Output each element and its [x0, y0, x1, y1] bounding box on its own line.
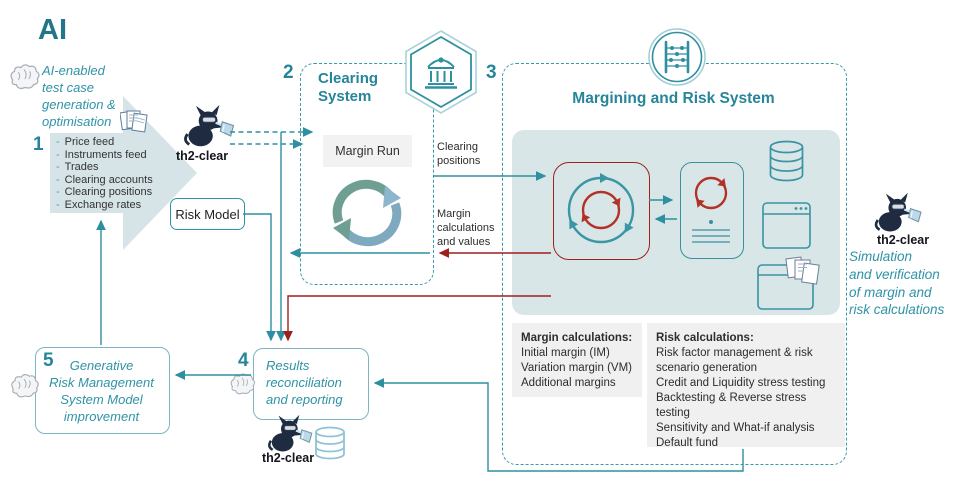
page-title: AI	[38, 14, 67, 46]
clearing-system-title: Clearing System	[318, 70, 379, 105]
reports-window-icon	[757, 256, 820, 310]
margin-run-box: Margin Run	[323, 135, 412, 167]
bank-hexagon-icon	[405, 30, 477, 114]
brain-icon	[6, 372, 42, 402]
margining-risk-title: Margining and Risk System	[572, 90, 775, 107]
list-item: -Exchange rates	[56, 198, 142, 211]
th2-clear-mascot-top	[181, 103, 239, 150]
th2-clear-mascot-bottom	[266, 413, 316, 455]
sync-arrows-icon	[332, 179, 402, 247]
margin-engine-box	[553, 162, 650, 260]
input-feed-list: -Price feed -Instruments feed -Trades -C…	[56, 136, 153, 212]
model-improvement-text: Generative Risk Management System Model …	[49, 358, 154, 425]
step1-annotation: AI-enabled test case generation & optimi…	[42, 63, 116, 130]
risk-cycle-icon	[692, 176, 730, 243]
margin-calculations-box: Margin calculations: Initial margin (IM)…	[512, 323, 642, 397]
th2-clear-label-bottom: th2-clear	[262, 451, 315, 465]
step4-number: 4	[238, 350, 249, 371]
th2-clear-mascot-right	[872, 191, 926, 235]
step5-number: 5	[43, 350, 54, 371]
brain-icon	[226, 372, 258, 398]
brain-icon	[10, 64, 40, 90]
clearing-positions-label: Clearing positions	[437, 141, 481, 168]
th2-clear-label-top: th2-clear	[176, 149, 229, 163]
risk-process-box	[680, 162, 744, 259]
list-item: -Trades	[56, 161, 99, 174]
engine-cycle-icon	[567, 173, 635, 244]
list-item: -Clearing positions	[56, 186, 153, 199]
database-icon-small	[315, 426, 345, 460]
results-reconciliation-box	[253, 348, 369, 420]
step1-number: 1	[33, 134, 44, 155]
list-item: -Instruments feed	[56, 148, 147, 161]
documents-icon	[120, 110, 148, 133]
clearing-system-box	[300, 63, 434, 285]
abacus-icon	[648, 28, 706, 86]
margin-calc-values-label: Margin calculations and values	[437, 208, 495, 249]
step2-number: 2	[283, 62, 294, 83]
app-window-icon	[762, 202, 811, 249]
step3-number: 3	[486, 62, 497, 83]
database-icon	[769, 140, 804, 182]
list-item: -Price feed	[56, 136, 115, 148]
risk-calculations-box: Risk calculations: Risk factor managemen…	[647, 323, 845, 449]
results-reconciliation-text: Results reconciliation and reporting	[266, 358, 343, 408]
model-improvement-box	[35, 347, 170, 434]
risk-model-box: Risk Model	[170, 198, 245, 230]
list-item: -Clearing accounts	[56, 173, 153, 186]
right-note: Simulation and verification of margin an…	[849, 249, 945, 318]
th2-clear-label-right: th2-clear	[877, 233, 930, 247]
